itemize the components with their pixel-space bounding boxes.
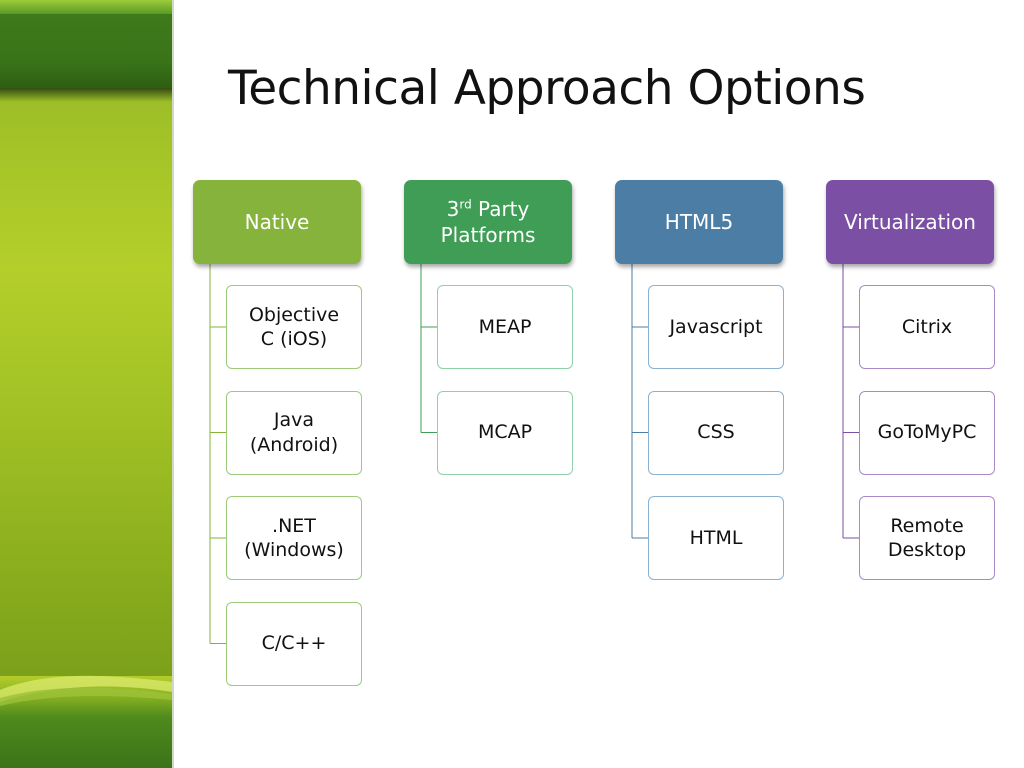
side-bar-wave xyxy=(0,675,172,706)
native-item-dotnet: .NET (Windows) xyxy=(226,496,362,580)
side-bar-top-highlight xyxy=(0,0,172,14)
side-bar-top-band xyxy=(0,0,172,88)
slide-title: Technical Approach Options xyxy=(228,61,866,116)
native-item-c-cpp: C/C++ xyxy=(226,601,362,686)
third-party-header-label: 3rd Party Platforms xyxy=(408,196,568,248)
virtualization-item-remote-desktop: Remote Desktop xyxy=(859,496,995,580)
virtualization-header-box: Virtualization xyxy=(826,180,994,264)
html5-item-label: HTML xyxy=(689,526,743,549)
html5-item-label: Javascript xyxy=(669,315,763,338)
html5-item-html: HTML xyxy=(648,496,784,580)
third-party-label-text: Party Platforms xyxy=(440,197,536,247)
html5-item-label: CSS xyxy=(697,421,735,444)
native-item-objective-c: Objective C (iOS) xyxy=(226,285,362,369)
virtualization-header-label: Virtualization xyxy=(844,210,976,234)
native-item-label: Objective C (iOS) xyxy=(248,303,340,350)
virtualization-item-citrix: Citrix xyxy=(859,285,995,369)
native-item-label: Java (Android) xyxy=(249,409,339,456)
virtualization-item-label: Remote Desktop xyxy=(887,514,967,561)
decorative-side-bar xyxy=(0,0,174,768)
html5-header-label: HTML5 xyxy=(664,210,734,234)
html5-header-box: HTML5 xyxy=(615,180,783,264)
virtualization-item-label: GoToMyPC xyxy=(877,421,977,444)
third-party-item-label: MCAP xyxy=(477,421,533,444)
third-party-item-meap: MEAP xyxy=(437,285,573,369)
native-header-box: Native xyxy=(193,180,361,264)
third-party-item-mcap: MCAP xyxy=(437,390,573,475)
native-item-label: .NET (Windows) xyxy=(244,514,344,561)
native-header-label: Native xyxy=(244,210,310,234)
third-party-label-superscript: rd xyxy=(459,197,472,212)
third-party-item-label: MEAP xyxy=(478,315,532,338)
third-party-header-box: 3rd Party Platforms xyxy=(404,180,572,264)
html5-item-javascript: Javascript xyxy=(648,285,784,369)
html5-item-css: CSS xyxy=(648,390,784,475)
virtualization-item-gotomypc: GoToMyPC xyxy=(859,390,995,475)
native-item-java: Java (Android) xyxy=(226,390,362,475)
virtualization-item-label: Citrix xyxy=(901,315,953,338)
native-item-label: C/C++ xyxy=(261,632,327,655)
side-bar-top-shadow xyxy=(0,88,172,102)
third-party-label-number: 3 xyxy=(446,197,460,221)
